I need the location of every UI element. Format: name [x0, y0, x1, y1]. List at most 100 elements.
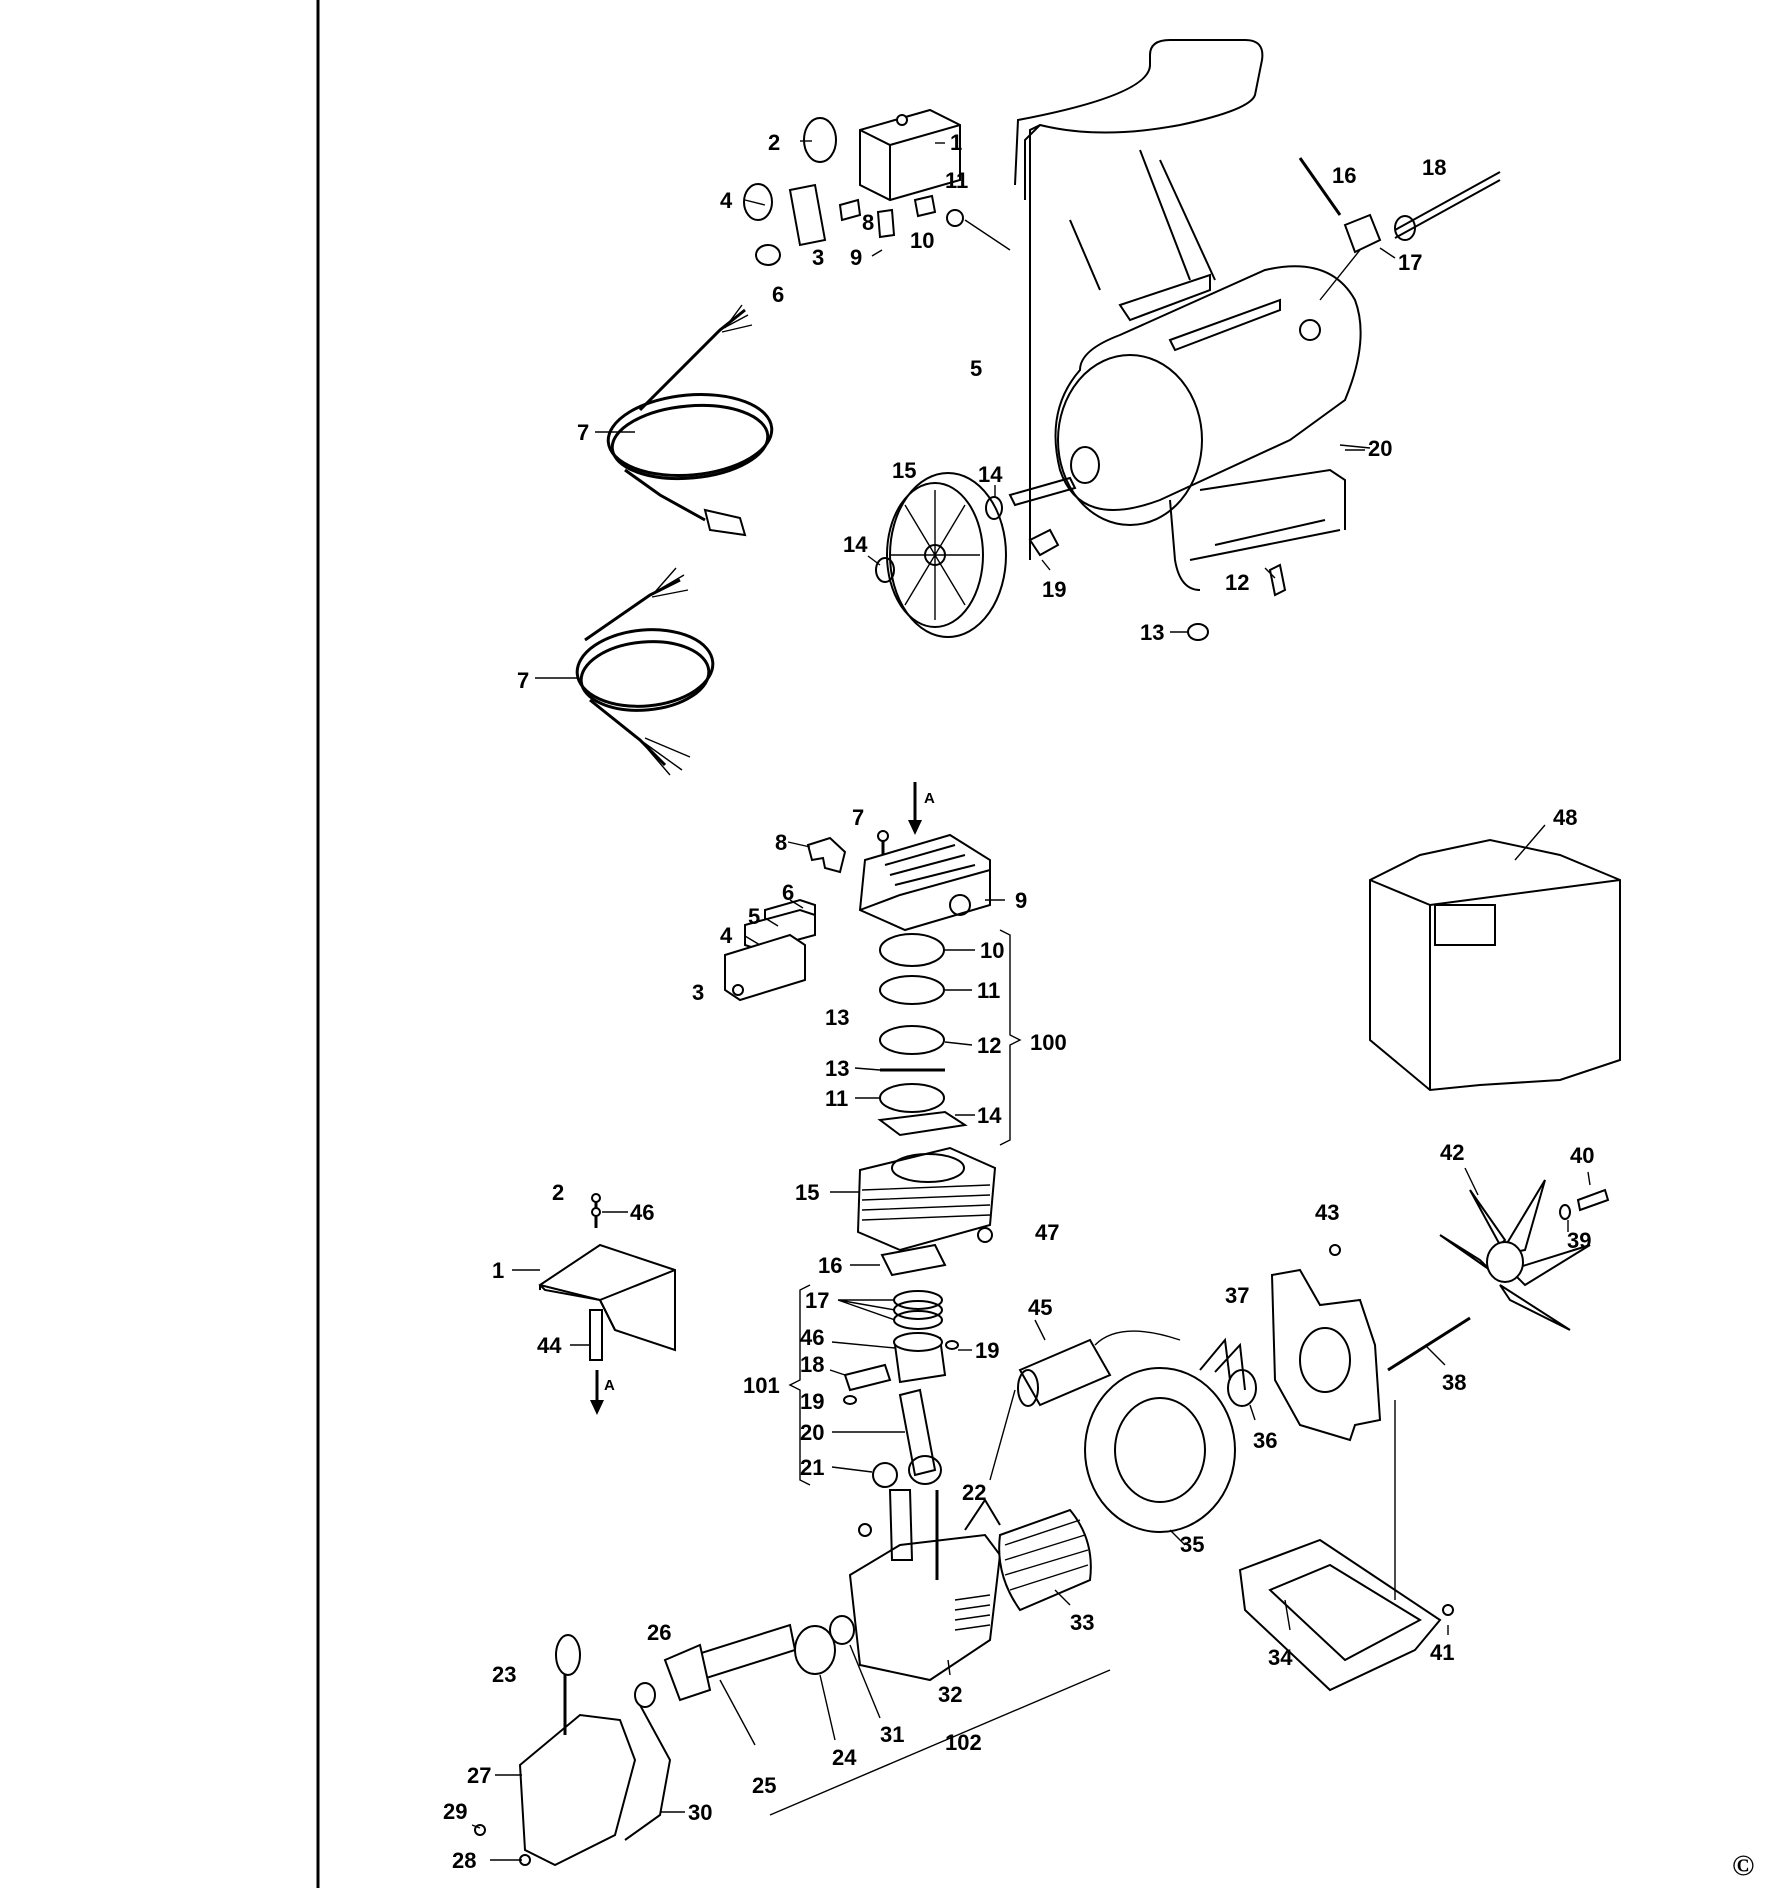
pump-label-4: 4: [720, 923, 733, 948]
crankcase-fins: [954, 1594, 991, 1631]
wheel-spokes: [890, 490, 980, 620]
crankcase-32: [848, 1533, 1002, 1682]
arrow-a-top-head: [908, 820, 922, 835]
power-cord-lower: [575, 567, 715, 776]
elbow-8: [806, 836, 847, 874]
capacitor-end: [1017, 1369, 1039, 1407]
upper-label-19: 19: [1042, 577, 1066, 602]
upper-label-16: 16: [1332, 163, 1356, 188]
stator-35: [1084, 1367, 1236, 1533]
upper-label-15: 15: [892, 458, 916, 483]
base-plate-34: [1238, 1538, 1442, 1692]
pump-label-13-b: 13: [825, 1056, 849, 1081]
pump-label-8: 8: [775, 830, 787, 855]
cylinder-bore: [891, 1153, 965, 1183]
tee-fitting-17: [1343, 213, 1382, 254]
piston-top: [893, 1332, 943, 1352]
pump-label-3: 3: [692, 980, 704, 1005]
nut-47: [977, 1227, 993, 1243]
pump-label-27: 27: [467, 1763, 491, 1788]
upper-label-9: 9: [850, 245, 862, 270]
circlip-19-left: [843, 1395, 857, 1405]
hose-18: [1394, 171, 1501, 239]
nipple-10: [913, 194, 937, 218]
pump-label-26: 26: [647, 1620, 671, 1645]
copyright-mark: ©: [1732, 1849, 1754, 1882]
screw-41: [1442, 1604, 1454, 1616]
pump-label-41: 41: [1430, 1640, 1454, 1665]
capacitor-wire: [1094, 1330, 1181, 1346]
pump-label-13-a: 13: [825, 1005, 849, 1030]
trolley-handle: [1014, 39, 1264, 560]
nut-11: [946, 209, 964, 227]
trolley-handle-inner: [1024, 124, 1041, 200]
pump-label-12: 12: [977, 1033, 1001, 1058]
washer-46: [591, 1207, 601, 1217]
arrow-a-top-label: A: [924, 790, 935, 807]
gasket-11b: [879, 1083, 945, 1113]
axle-hub: [1070, 446, 1100, 484]
end-shield-bore: [1299, 1327, 1351, 1393]
through-bolt-38: [1387, 1316, 1471, 1372]
bearing-21: [872, 1462, 898, 1488]
pump-label-102: 102: [945, 1730, 982, 1755]
upper-label-18: 18: [1422, 155, 1446, 180]
air-tank-end-cap: [1057, 354, 1203, 526]
gauge-2: [803, 117, 837, 163]
wheel-inner: [886, 482, 984, 628]
pump-label-1: 1: [492, 1258, 504, 1283]
rubber-foot: [1187, 623, 1209, 641]
seal-31: [829, 1615, 855, 1645]
fan-shroud-edges: [1369, 879, 1621, 1090]
drain-valve: [1268, 563, 1287, 597]
dipstick-23: [555, 1634, 581, 1676]
conrod-20: [898, 1388, 937, 1477]
gauge-4: [743, 183, 773, 221]
upper-label-11: 11: [945, 168, 968, 193]
pump-label-101: 101: [743, 1373, 780, 1398]
pump-label-23: 23: [492, 1662, 516, 1687]
pump-label-45: 45: [1028, 1295, 1052, 1320]
arrow-a-bottom-head: [590, 1400, 604, 1415]
pump-label-15: 15: [795, 1180, 819, 1205]
pump-label-31: 31: [880, 1722, 904, 1747]
pump-label-46-b: 46: [800, 1325, 824, 1350]
valve-plate-5: [744, 908, 816, 952]
gasket-16: [880, 1243, 947, 1277]
nut-crankcase: [858, 1523, 872, 1537]
rotor-lines: [1004, 1519, 1089, 1591]
fitting-leader: [1319, 249, 1361, 301]
axle: [1008, 476, 1077, 507]
pump-label-36: 36: [1253, 1428, 1277, 1453]
bolt-7-head: [877, 830, 889, 842]
belt-cover-edges: [539, 1269, 676, 1331]
washer-26: [634, 1682, 656, 1708]
pump-label-33: 33: [1070, 1610, 1094, 1635]
bracket-100: [999, 929, 1022, 1146]
upper-label-4: 4: [720, 188, 733, 213]
fan-hub: [1486, 1241, 1524, 1283]
upper-label-6: 6: [772, 282, 784, 307]
spacer-44: [589, 1309, 603, 1361]
pump-label-38: 38: [1442, 1370, 1466, 1395]
gasket-12: [879, 1025, 945, 1055]
pressure-switch-knob: [896, 114, 908, 126]
pump-label-10: 10: [980, 938, 1004, 963]
upper-label-20: 20: [1368, 436, 1392, 461]
air-tank: [1054, 265, 1362, 511]
pump-label-11-b: 11: [825, 1086, 848, 1111]
crankcase-cover-27: [518, 1713, 637, 1867]
piston-pin-18: [843, 1363, 892, 1392]
pump-label-21: 21: [800, 1455, 824, 1480]
pump-label-100: 100: [1030, 1030, 1067, 1055]
pump-label-19-a: 19: [975, 1338, 999, 1363]
fan-42: [1439, 1179, 1591, 1331]
pump-label-46-a: 46: [630, 1200, 654, 1225]
upper-label-7-a: 7: [577, 420, 589, 445]
upper-label-14-right: 14: [978, 462, 1003, 487]
bracket-102: [769, 1669, 1111, 1816]
quick-coupler-6: [755, 244, 781, 266]
tank-saddle: [1118, 273, 1281, 352]
upper-assembly-labels: 1 2 3 4 5 6 7 7 8 9 10 11 12 13 14 14 15…: [517, 130, 1446, 693]
cylinder-head-fins: [859, 844, 991, 911]
